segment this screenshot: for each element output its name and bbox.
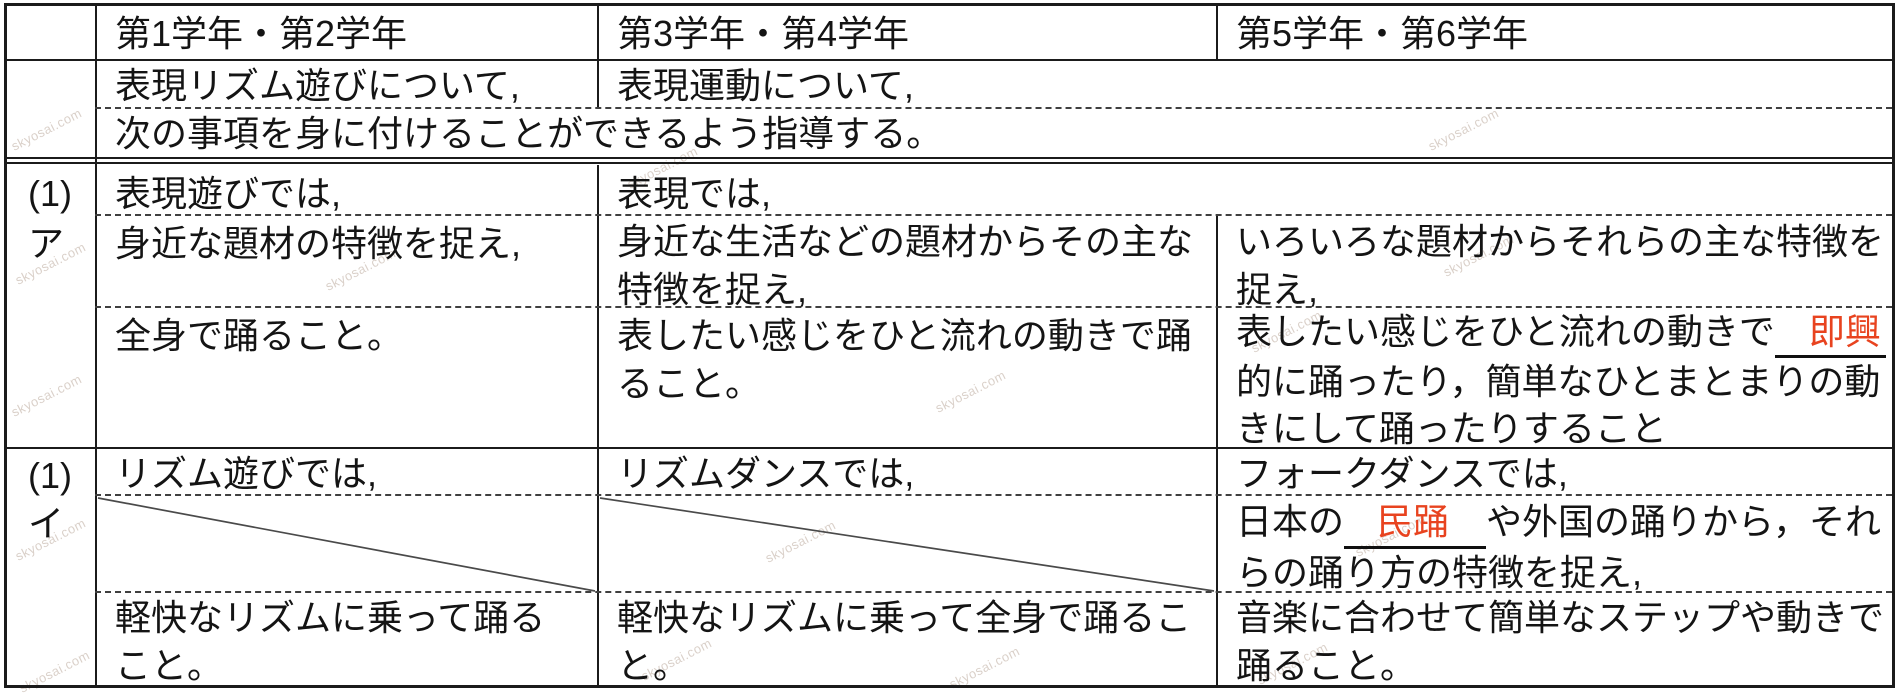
row-label-b-number: (1) bbox=[28, 455, 72, 496]
text-line: 軽快なリズムに乗って全身で踊るこ bbox=[617, 597, 1192, 638]
cell-directive: 次の事項を身に付けることができるよう指導する。 bbox=[115, 113, 943, 154]
table-border-left bbox=[4, 3, 7, 687]
text-line: 表したい感じをひと流れの動きで踊 bbox=[617, 315, 1192, 356]
grid-line-dotted bbox=[95, 591, 1892, 593]
text-segment: 表したい感じをひと流れの動きで bbox=[1236, 311, 1775, 352]
grid-line bbox=[95, 3, 97, 685]
table-border-top bbox=[4, 3, 1895, 6]
cell-a-dance-grade56: 表したい感じをひと流れの動きで即興 的に踊ったり，簡単なひとまとまりの動 きにし… bbox=[1236, 308, 1886, 452]
cell-a-capture-grade34: 身近な生活などの題材からその主な 特徴を捉え, bbox=[617, 218, 1193, 314]
text-line: きにして踊ったりすること bbox=[1236, 408, 1667, 449]
text-line: ること。 bbox=[617, 363, 762, 404]
table-border-right bbox=[1892, 3, 1895, 687]
text-line: と。 bbox=[617, 645, 690, 686]
text-line: 的に踊ったり，簡単なひとまとまりの動 bbox=[1236, 361, 1881, 402]
grid-line-dotted bbox=[95, 214, 1892, 216]
grid-line-dotted bbox=[95, 306, 1892, 308]
text-line: 身近な題材の特徴を捉え, bbox=[115, 223, 522, 264]
answer-text-red: 民踊 bbox=[1377, 501, 1450, 542]
blank-answer-sokkyo: 即興 bbox=[1774, 308, 1886, 358]
cell-a-dance-grade12: 全身で踊ること。 bbox=[115, 312, 403, 360]
answer-text-red: 即興 bbox=[1808, 311, 1881, 352]
watermark: skyosai.com bbox=[8, 105, 85, 154]
watermark: skyosai.com bbox=[762, 517, 839, 566]
table-border-bottom bbox=[4, 685, 1895, 688]
text-line: 捉え, bbox=[1236, 269, 1319, 310]
cell-a-lead-grade12: 表現遊びでは, bbox=[115, 173, 342, 214]
text-line: 軽快なリズムに乗って踊る bbox=[115, 597, 546, 638]
grid-line bbox=[4, 59, 1894, 61]
text-line: 踊ること。 bbox=[1236, 645, 1417, 686]
cell-intro-grade3456: 表現運動について, bbox=[617, 65, 914, 106]
row-label-a-number: (1) bbox=[28, 173, 72, 214]
cell-a-capture-grade56: いろいろな題材からそれらの主な特徴を 捉え, bbox=[1236, 218, 1884, 314]
text-line: こと。 bbox=[115, 645, 224, 686]
cell-b-dance-grade34: 軽快なリズムに乗って全身で踊るこ と。 bbox=[617, 594, 1191, 690]
text-segment: や外国の踊りから，それ bbox=[1486, 501, 1881, 542]
cell-b-lead-grade12: リズム遊びでは, bbox=[115, 453, 378, 494]
grid-line bbox=[4, 447, 1894, 449]
header-cell-grade56: 第5学年・第6学年 bbox=[1236, 13, 1529, 54]
cell-b-dance-grade56: 音楽に合わせて簡単なステップや動きで 踊ること。 bbox=[1236, 594, 1884, 690]
text-line: いろいろな題材からそれらの主な特徴を bbox=[1236, 221, 1885, 262]
cell-a-capture-grade12: 身近な題材の特徴を捉え, bbox=[115, 220, 521, 268]
text-line: 表したい感じをひと流れの動きで即興 bbox=[1236, 308, 1886, 358]
cell-b-dance-grade12: 軽快なリズムに乗って踊る こと。 bbox=[115, 594, 545, 690]
watermark: skyosai.com bbox=[8, 371, 85, 420]
grid-line-dotted bbox=[95, 107, 1892, 109]
cell-b-capture-grade56: 日本の民踊や外国の踊りから，それ らの踊り方の特徴を捉え, bbox=[1236, 498, 1881, 597]
cell-a-dance-grade34: 表したい感じをひと流れの動きで踊 ること。 bbox=[617, 312, 1192, 408]
cell-a-lead-grade3456: 表現では, bbox=[617, 173, 772, 214]
cell-b-lead-grade56: フォークダンスでは, bbox=[1236, 453, 1568, 494]
row-label-b-kana: イ bbox=[28, 503, 65, 544]
cell-b-lead-grade34: リズムダンスでは, bbox=[617, 453, 915, 494]
text-line: 身近な生活などの題材からその主な bbox=[617, 221, 1194, 262]
text-line: 全身で踊ること。 bbox=[115, 315, 404, 356]
header-cell-grade12: 第1学年・第2学年 bbox=[115, 13, 408, 54]
watermark: skyosai.com bbox=[16, 647, 93, 696]
grid-line-dotted bbox=[95, 494, 1892, 496]
text-segment: 日本の bbox=[1236, 501, 1345, 542]
grid-line bbox=[597, 3, 599, 107]
header-cell-grade34: 第3学年・第4学年 bbox=[617, 13, 910, 54]
blank-answer-minyo: 民踊 bbox=[1344, 498, 1487, 549]
grid-line-double bbox=[4, 157, 1892, 164]
grid-line bbox=[597, 165, 599, 685]
cell-intro-grade12: 表現リズム遊びについて, bbox=[115, 65, 520, 106]
grid-line bbox=[1216, 214, 1218, 685]
text-line: らの踊り方の特徴を捉え, bbox=[1236, 552, 1643, 593]
row-label-a-kana: ア bbox=[28, 223, 65, 264]
text-line: 特徴を捉え, bbox=[617, 269, 808, 310]
watermark: skyosai.com bbox=[1425, 105, 1502, 154]
text-line: 日本の民踊や外国の踊りから，それ bbox=[1236, 498, 1881, 549]
text-line: 音楽に合わせて簡単なステップや動きで bbox=[1236, 597, 1885, 638]
grid-line bbox=[1216, 3, 1218, 59]
